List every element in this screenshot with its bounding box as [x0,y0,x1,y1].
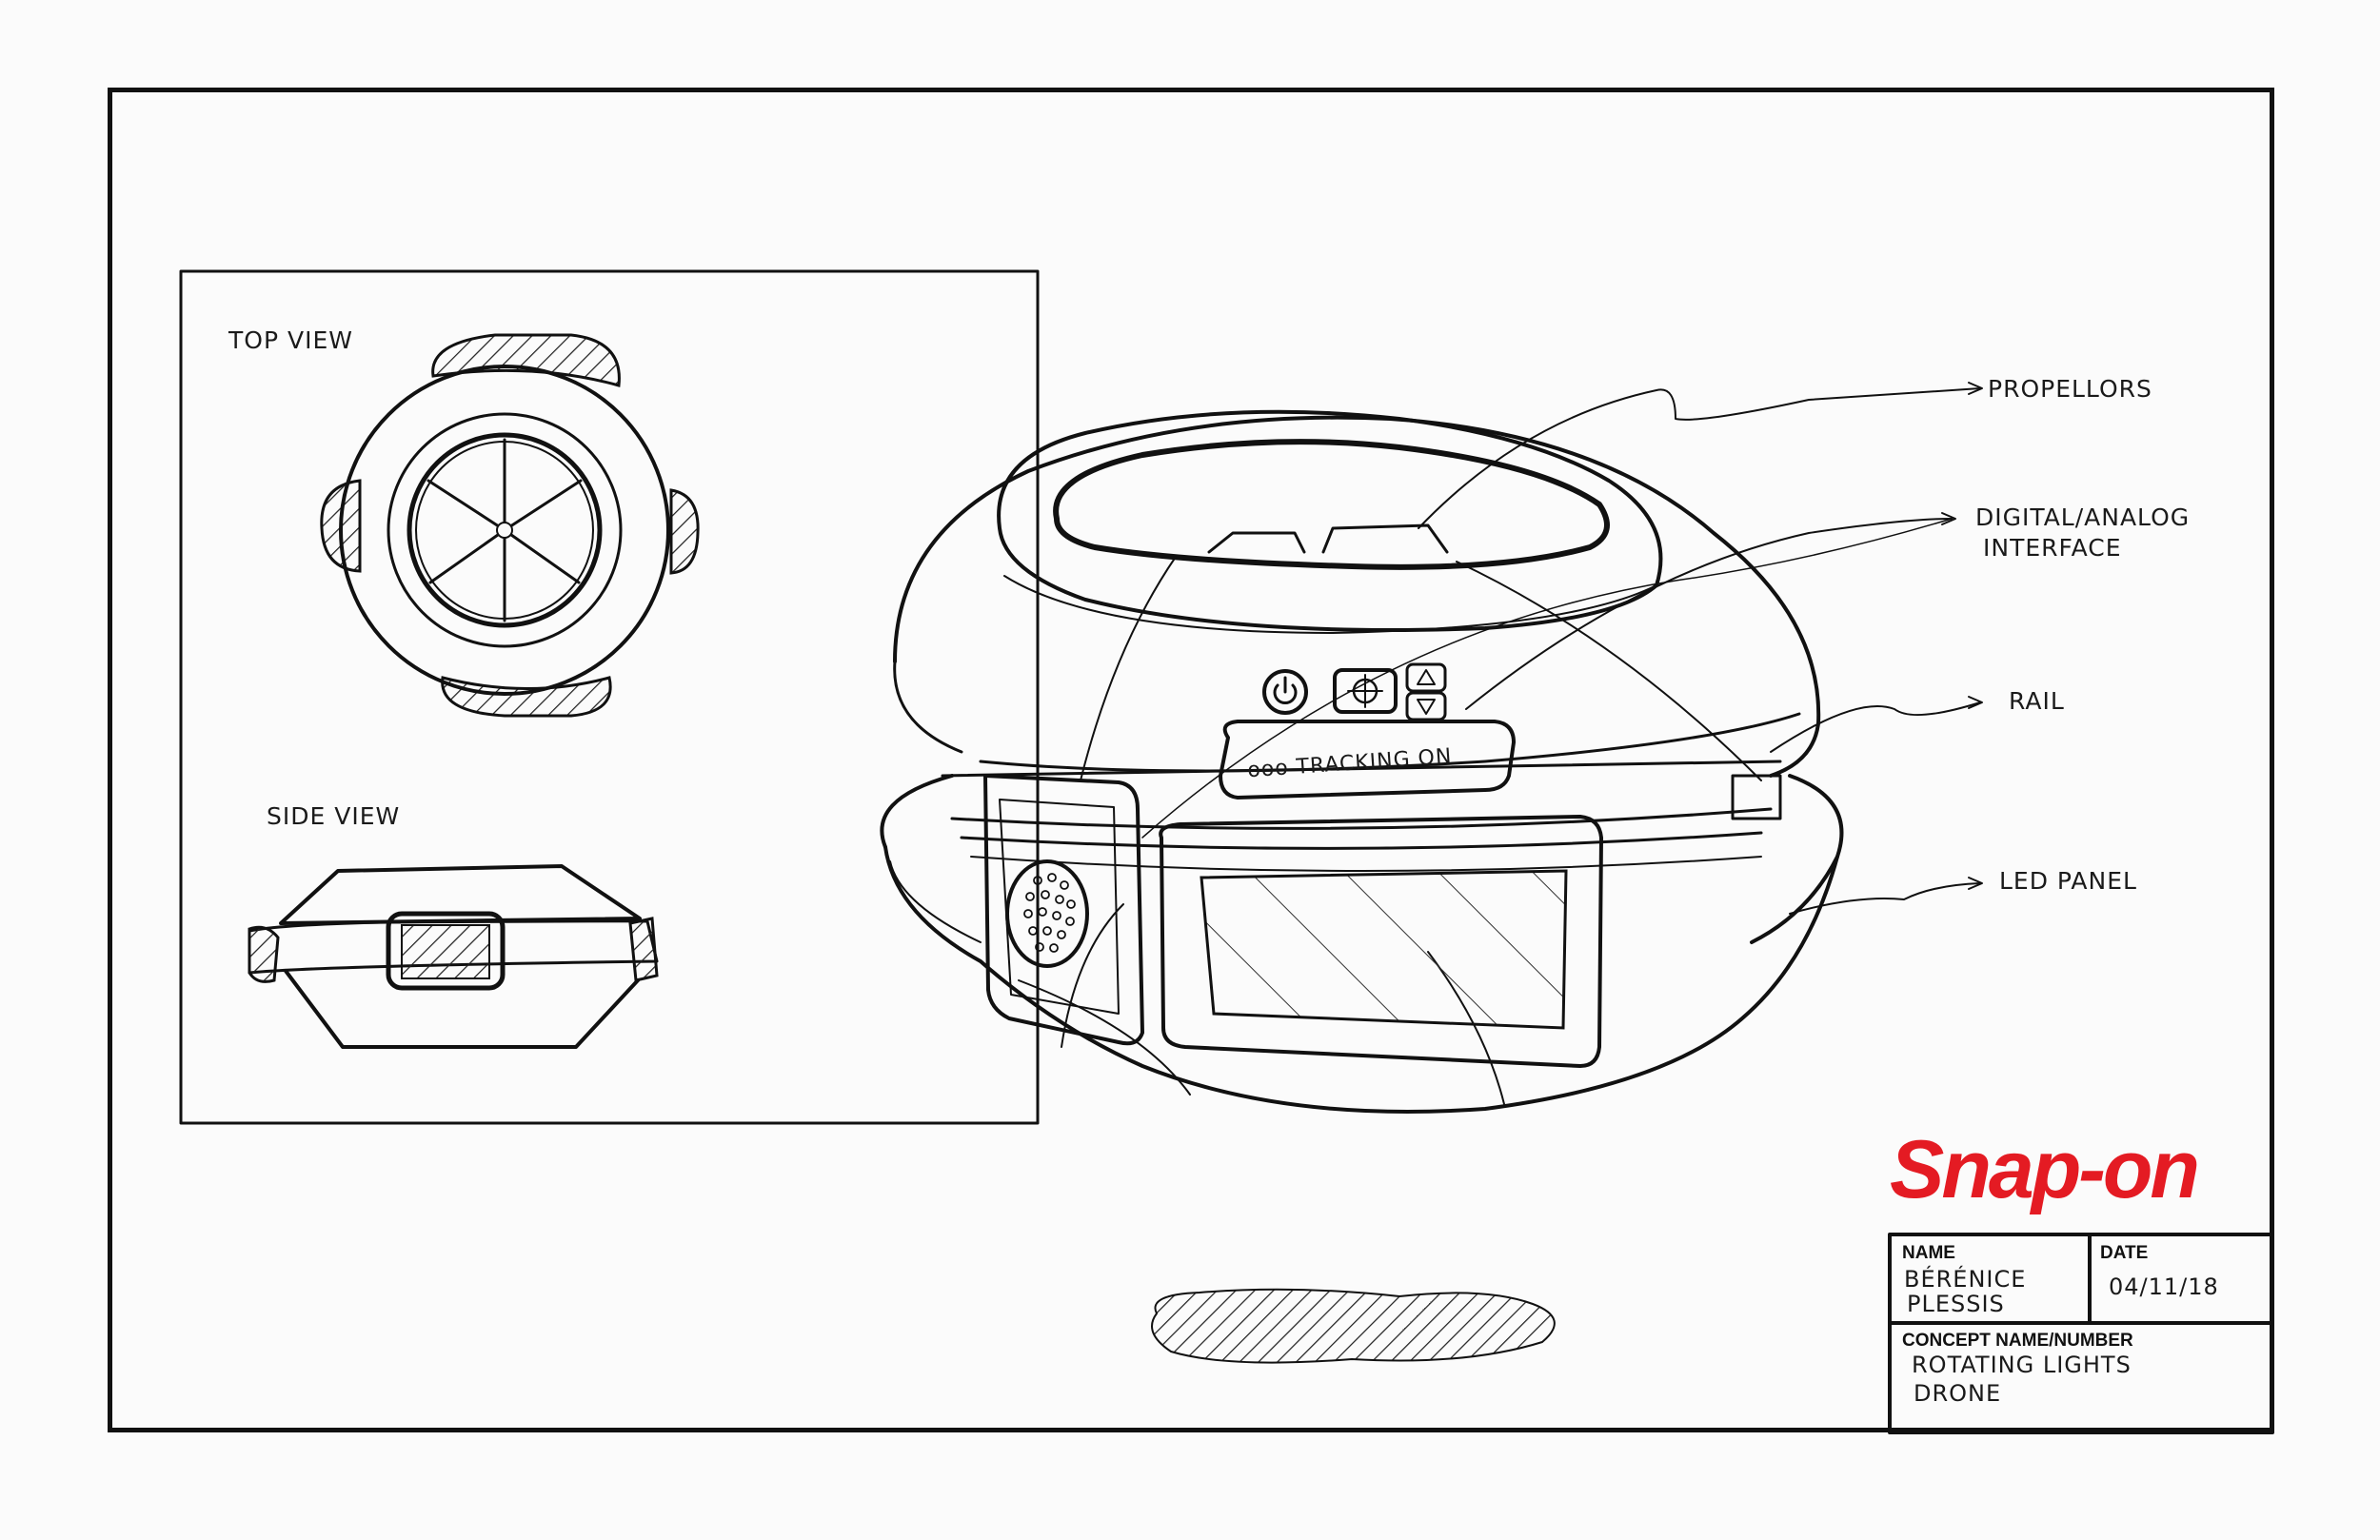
triangle-up-icon [1417,669,1436,685]
title-block: NAME BÉRÉNICE PLESSIS DATE 04/11/18 CONC… [1888,1233,2274,1434]
side-view-label: SIDE VIEW [267,802,400,830]
speaker-module [983,774,1144,1046]
up-button[interactable] [1405,662,1447,693]
power-button[interactable] [1262,669,1308,715]
date-value: 04/11/18 [2109,1273,2219,1300]
name-line2: PLESSIS [1907,1291,2005,1317]
name-header: NAME [1902,1243,1955,1263]
tracking-text: ooo TRACKING ON [1247,744,1454,782]
views-panel: TOP VIEW SIDE VIEW [179,269,1040,1125]
top-view-label: TOP VIEW [228,326,353,354]
ground-shadow [1151,1288,1556,1364]
triangle-down-icon [1417,699,1436,715]
crosshair-icon [1347,674,1383,708]
led-panel [1159,815,1603,1068]
side-view-drawing [248,864,659,1049]
interface-controls: ooo TRACKING ON [1219,662,1516,800]
date-header: DATE [2100,1243,2148,1263]
sheet-border [108,88,2274,1432]
tracking-display [1219,720,1516,800]
callout-rail: RAIL [2009,687,2065,715]
callout-leaders [1418,382,1983,915]
callout-interface-line1: DIGITAL/ANALOG [1975,503,2190,531]
concept-line2: DRONE [1914,1380,2001,1407]
callout-propellors: PROPELLORS [1988,375,2152,403]
snap-on-logo: Snap-on [1890,1124,2197,1215]
callout-led-panel: LED PANEL [1999,867,2137,895]
callout-interface-line2: INTERFACE [1983,534,2122,562]
concept-header: CONCEPT NAME/NUMBER [1902,1331,2133,1351]
down-button[interactable] [1405,691,1447,721]
top-view-drawing [320,333,700,718]
target-button[interactable] [1333,668,1398,714]
name-line1: BÉRÉNICE [1904,1265,2026,1293]
drone-perspective: ooo TRACKING ON [880,409,1953,1114]
power-icon [1273,676,1298,704]
concept-line1: ROTATING LIGHTS [1912,1352,2132,1378]
